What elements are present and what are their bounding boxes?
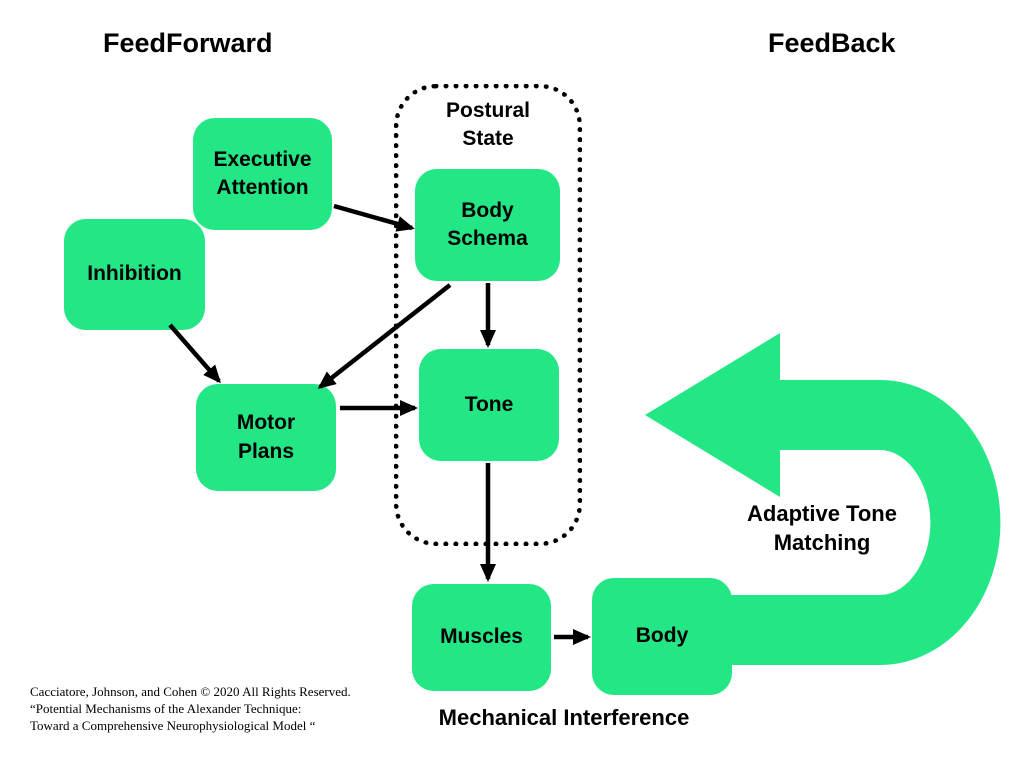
node-body-schema: Body Schema [415, 169, 560, 281]
copyright-line-2: “Potential Mechanisms of the Alexander T… [30, 701, 302, 717]
node-motor-plans: Motor Plans [196, 384, 336, 491]
feedback-loop-arrowhead-icon [645, 333, 780, 497]
copyright-note: Cacciatore, Johnson, and Cohen © 2020 Al… [30, 683, 351, 734]
feedforward-heading: FeedForward [103, 28, 273, 58]
copyright-line-3: Toward a Comprehensive Neurophysiologica… [30, 718, 316, 734]
postural-state-label: Postural State [445, 99, 531, 151]
node-body: Body [592, 578, 732, 695]
node-inhibition: Inhibition [64, 219, 205, 330]
feedback-heading: FeedBack [768, 28, 896, 58]
node-executive-attention: Executive Attention [193, 118, 332, 230]
copyright-line-1: Cacciatore, Johnson, and Cohen © 2020 Al… [30, 684, 351, 699]
node-muscles: Muscles [412, 584, 551, 691]
node-tone: Tone [419, 349, 559, 461]
adaptive-tone-matching-label: Adaptive Tone Matching [747, 501, 897, 555]
mechanical-interference-label: Mechanical Interference [438, 705, 690, 730]
arrow-inhibition-to-motor-plans [168, 323, 221, 384]
postural-state-group: Postural State [394, 84, 582, 546]
